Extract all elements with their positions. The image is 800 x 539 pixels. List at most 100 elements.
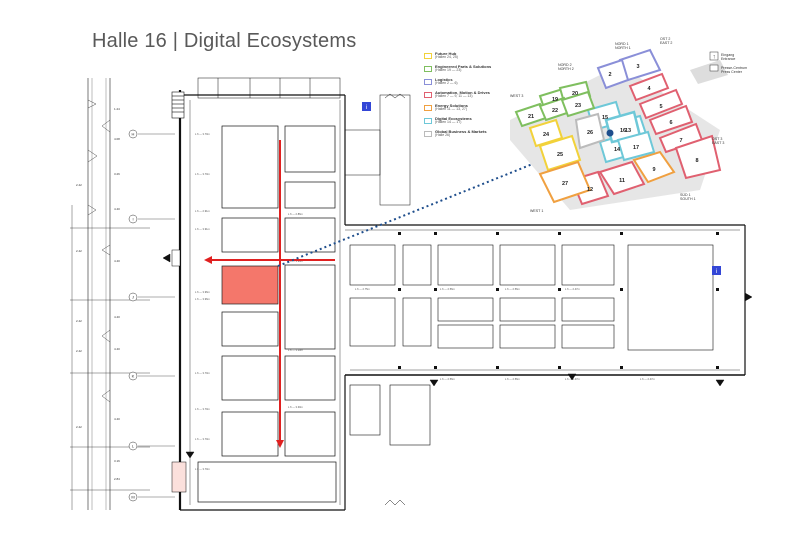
svg-text:9: 9 — [652, 167, 655, 173]
svg-text:17: 17 — [633, 145, 639, 151]
svg-text:3.26: 3.26 — [114, 172, 120, 176]
svg-text:5: 5 — [659, 104, 662, 110]
svg-text:L 6 — 2.56m: L 6 — 2.56m — [440, 287, 455, 291]
route-arrows — [204, 140, 335, 448]
svg-text:3.16: 3.16 — [114, 459, 120, 463]
svg-text:1.24: 1.24 — [114, 107, 120, 111]
legend-swatch — [424, 92, 432, 98]
legend-item: Automation, Motion & Drives(Hallen 7 — 9… — [424, 90, 500, 102]
legend-swatch — [424, 53, 432, 59]
svg-text:L 6 — 3.70m: L 6 — 3.70m — [195, 371, 210, 375]
svg-text:2.42: 2.42 — [76, 319, 82, 323]
svg-text:L 6 — 3.70m: L 6 — 3.70m — [195, 437, 210, 441]
svg-text:↑: ↑ — [713, 55, 716, 61]
svg-text:L 6 — 2.56m: L 6 — 2.56m — [440, 377, 455, 381]
top-structure — [197, 77, 411, 506]
svg-text:3: 3 — [636, 64, 639, 70]
svg-text:L 6 — 2.91m: L 6 — 2.91m — [195, 209, 210, 213]
hall-6 — [648, 104, 694, 136]
hall-23 — [560, 90, 596, 118]
svg-text:25: 25 — [557, 152, 563, 158]
grid-marker-j: J — [128, 292, 175, 302]
svg-text:L 6 — 3.70m: L 6 — 3.70m — [195, 407, 210, 411]
hall-dimension-labels: L 6 — 3.70m L 6 — 3.70m L 6 — 2.91m L 6 — … — [195, 132, 655, 471]
legend-item: Engineered Parts & Solutions(Hallen 19 —… — [424, 64, 500, 76]
svg-text:L 6 — 2.47m: L 6 — 2.47m — [565, 287, 580, 291]
fairground-overview: 2 3 4 5 6 7 8 9 11 12 13 14 15 16 17 19 … — [510, 37, 747, 213]
svg-text:23: 23 — [575, 103, 581, 109]
legend-item: Global Business & Markets(Halle 26) — [424, 129, 500, 141]
grid-marker-l: L — [128, 441, 175, 451]
side-exits — [162, 249, 753, 459]
svg-text:i: i — [366, 105, 367, 111]
legend-sub: (Hallen 19 — 23) — [435, 68, 462, 73]
info-icon[interactable]: i — [712, 266, 721, 275]
theme-legend: Future Hub(Hallen 24, 25)Engineered Part… — [424, 51, 500, 143]
svg-text:19: 19 — [552, 97, 558, 103]
svg-text:8: 8 — [695, 158, 698, 164]
svg-text:2.42: 2.42 — [76, 349, 82, 353]
svg-text:22: 22 — [552, 108, 558, 114]
svg-text:11: 11 — [619, 178, 625, 184]
svg-text:4.40: 4.40 — [114, 207, 120, 211]
hall-26 — [574, 112, 606, 150]
svg-text:27: 27 — [562, 181, 568, 187]
svg-text:H: H — [132, 132, 135, 137]
svg-text:7: 7 — [679, 138, 682, 144]
grid-marker-i: I — [128, 214, 175, 224]
hall-24 — [528, 118, 564, 148]
entrance-west-3: WEST 3 — [510, 94, 523, 98]
svg-text:L 6 — 3.30m: L 6 — 3.30m — [288, 348, 303, 352]
svg-text:14: 14 — [614, 147, 621, 153]
svg-text:L 6 — 2.75m: L 6 — 2.75m — [355, 287, 370, 291]
svg-text:21: 21 — [528, 114, 534, 120]
svg-text:I: I — [132, 217, 133, 222]
legend-name: Energy Solutions — [435, 103, 468, 108]
legend-swatch — [424, 131, 432, 137]
svg-text:2.84: 2.84 — [114, 477, 120, 481]
legend-sub: (Hallen 7 — 9, 11 — 13) — [435, 94, 473, 99]
grid-markers: H I J K L M — [128, 129, 175, 502]
svg-text:K: K — [132, 374, 135, 379]
svg-text:15: 15 — [602, 115, 608, 121]
hall-16-location-marker — [606, 129, 614, 137]
left-dimension-labels: 1.244.08 3.264.40 4.404.40 4.404.40 3.16… — [76, 107, 120, 481]
structure-columns — [398, 232, 719, 369]
hall-9 — [632, 150, 676, 184]
svg-text:2.42: 2.42 — [76, 249, 82, 253]
svg-text:2.42: 2.42 — [76, 183, 82, 187]
legend-sub: (Hallen 11 — 13, 27) — [435, 107, 468, 112]
legend-sub: (Halle 26) — [435, 133, 451, 138]
svg-text:4.40: 4.40 — [114, 259, 120, 263]
svg-text:L: L — [132, 444, 135, 449]
hall-4 — [628, 72, 670, 102]
svg-text:L 6 — 3.70m: L 6 — 3.70m — [195, 172, 210, 176]
hall-27 — [538, 160, 592, 204]
svg-text:4: 4 — [647, 86, 651, 92]
entrance-area — [171, 461, 187, 493]
hall-outline — [178, 90, 746, 511]
svg-text:L 6 — 3.91m: L 6 — 3.91m — [195, 227, 210, 231]
svg-text:2: 2 — [608, 72, 611, 78]
svg-text:L 6 — 3.96m: L 6 — 3.96m — [195, 297, 210, 301]
entrance-west-1: WEST 1 — [530, 209, 543, 213]
legend-name: Global Business & Markets — [435, 129, 487, 134]
legend-item: Future Hub(Hallen 24, 25) — [424, 51, 500, 63]
legend-swatch — [424, 105, 432, 111]
legend-item: Digital Ecosystems(Hallen 14 — 17) — [424, 116, 500, 128]
svg-text:L 6 — 2.47m: L 6 — 2.47m — [640, 377, 655, 381]
svg-text:L 6 — 3.70m: L 6 — 3.70m — [195, 132, 210, 136]
hall-17 — [616, 130, 656, 162]
grid-marker-h: H — [128, 129, 175, 139]
booths-right — [349, 244, 714, 446]
hall-11 — [598, 160, 646, 196]
info-icon[interactable]: i — [362, 102, 371, 111]
svg-text:13: 13 — [625, 128, 631, 134]
svg-text:24: 24 — [543, 132, 550, 138]
legend-name: Digital Ecosystems — [435, 116, 472, 121]
svg-text:16: 16 — [620, 128, 626, 134]
highlighted-booth[interactable] — [221, 265, 279, 305]
